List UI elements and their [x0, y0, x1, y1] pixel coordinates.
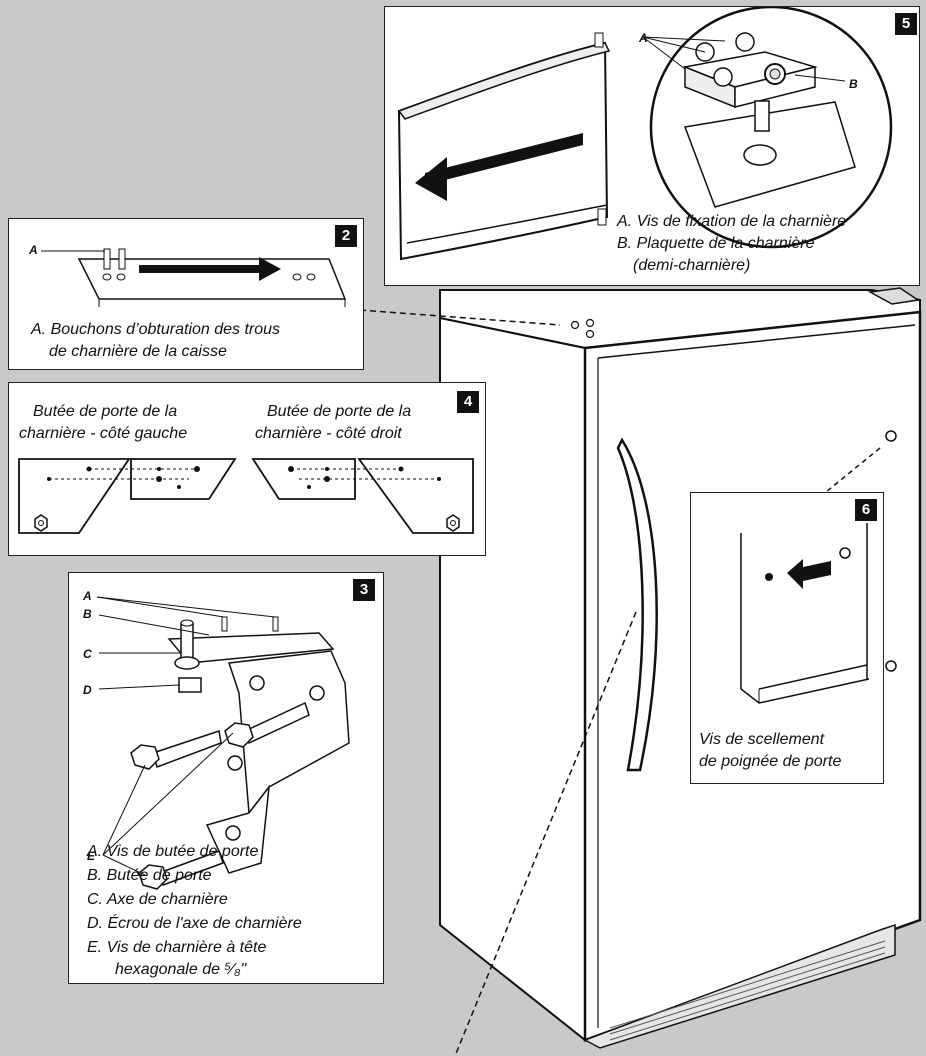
- badge-2: 2: [335, 225, 357, 247]
- badge-3: 3: [353, 579, 375, 601]
- label-b: B: [849, 77, 858, 91]
- legend-b: B. Butée de porte: [87, 867, 212, 884]
- hinge-parts-drawing: [96, 596, 350, 890]
- handle-screw-drawing: [740, 523, 870, 704]
- panel-2-hinge-plugs: 2 A A. Bouchons d’obturation des trous d…: [8, 218, 364, 370]
- badge-5: 5: [895, 13, 917, 35]
- label-c: C: [83, 647, 92, 661]
- caption-line-2: de charnière de la caisse: [49, 343, 227, 360]
- caption-line-1: Vis de scellement: [699, 731, 825, 748]
- badge-4: 4: [457, 391, 479, 413]
- left-stop-title-1: Butée de porte de la: [33, 403, 178, 420]
- right-stop-title-1: Butée de porte de la: [267, 403, 412, 420]
- caption-b-2: (demi-charnière): [633, 257, 751, 274]
- label-a: A: [29, 243, 38, 257]
- panel-3-hinge-parts: 3 A B C D E A. Vis de butée de porte B. …: [68, 572, 384, 984]
- legend-e-1: E. Vis de charnière à tête: [87, 939, 267, 956]
- label-b: B: [83, 607, 92, 621]
- left-stop-title-2: charnière - côté gauche: [19, 425, 188, 442]
- badge-6: 6: [855, 499, 877, 521]
- door-hinge-drawing: [397, 7, 893, 261]
- label-a: A: [639, 31, 648, 45]
- caption-line-2: de poignée de porte: [699, 753, 842, 770]
- door-handle: [616, 437, 658, 772]
- panel-6-handle-screw: 6 Vis de scellement de poignée de porte: [690, 492, 884, 784]
- legend-c: C. Axe de charnière: [87, 891, 228, 908]
- label-e: E: [87, 849, 96, 863]
- caption-line-1: A. Bouchons d’obturation des trous: [31, 321, 281, 338]
- label-a: A: [83, 589, 92, 603]
- panel-5-hinge-plate: 5 A B A. Vis de fixation de la charnière…: [384, 6, 920, 286]
- caption-b-1: B. Plaquette de la charnière: [617, 235, 815, 252]
- legend-a: A. Vis de butée de porte: [87, 843, 259, 860]
- caption-a: A. Vis de fixation de la charnière: [617, 213, 847, 230]
- panel-4-door-stops: 4 Butée de porte de la charnière - côté …: [8, 382, 486, 556]
- legend-e-2: hexagonale de ⁵⁄₈": [115, 961, 247, 978]
- label-d: D: [83, 683, 92, 697]
- hinge-plugs-drawing: [41, 248, 347, 307]
- legend-d: D. Écrou de l'axe de charnière: [87, 915, 302, 932]
- top-hinge: [867, 287, 921, 305]
- door-stop-drawing: [18, 458, 474, 534]
- right-stop-title-2: charnière - côté droit: [255, 425, 402, 442]
